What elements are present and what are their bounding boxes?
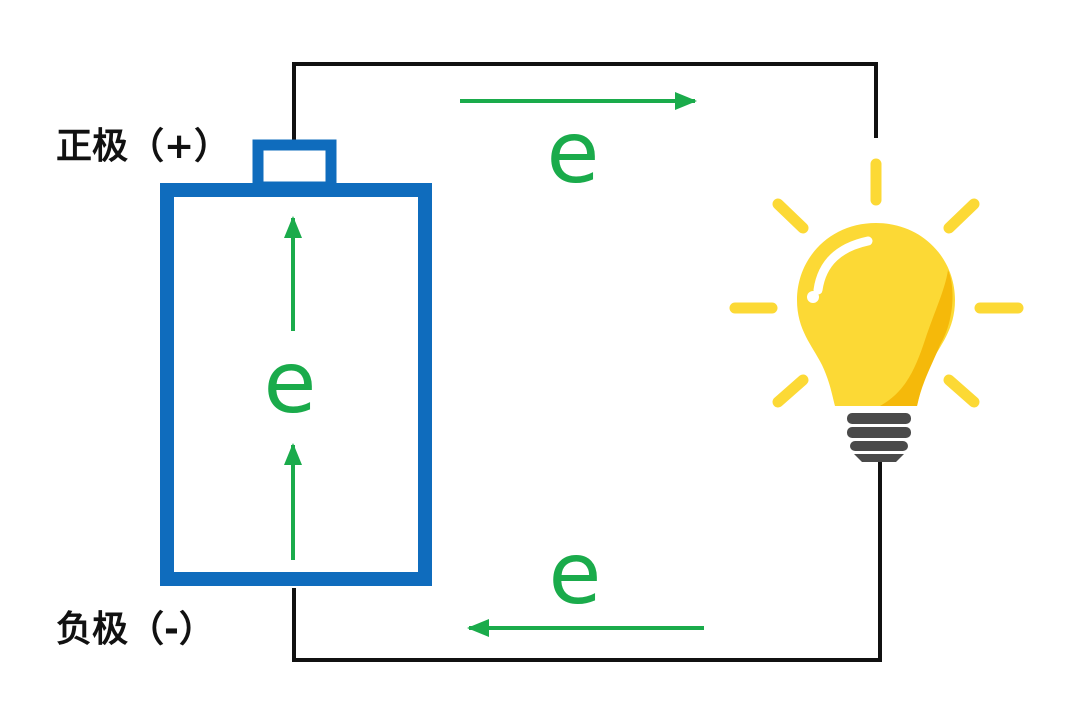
- light-bulb-icon: [729, 158, 1024, 462]
- bulb-base: [847, 413, 911, 462]
- electron-label-top: e: [547, 103, 600, 203]
- electron-label-bottom: e: [549, 524, 602, 624]
- battery-terminal: [252, 139, 337, 193]
- top-wire: [292, 62, 878, 142]
- positive-pole-label: 正极（+）: [56, 126, 230, 167]
- negative-pole-label: 负极（-）: [56, 609, 215, 650]
- battery: [160, 139, 432, 586]
- battery-body: [160, 183, 432, 586]
- electron-label-battery: e: [264, 333, 317, 433]
- light-rays: [729, 158, 1024, 408]
- bottom-wire: [292, 462, 882, 662]
